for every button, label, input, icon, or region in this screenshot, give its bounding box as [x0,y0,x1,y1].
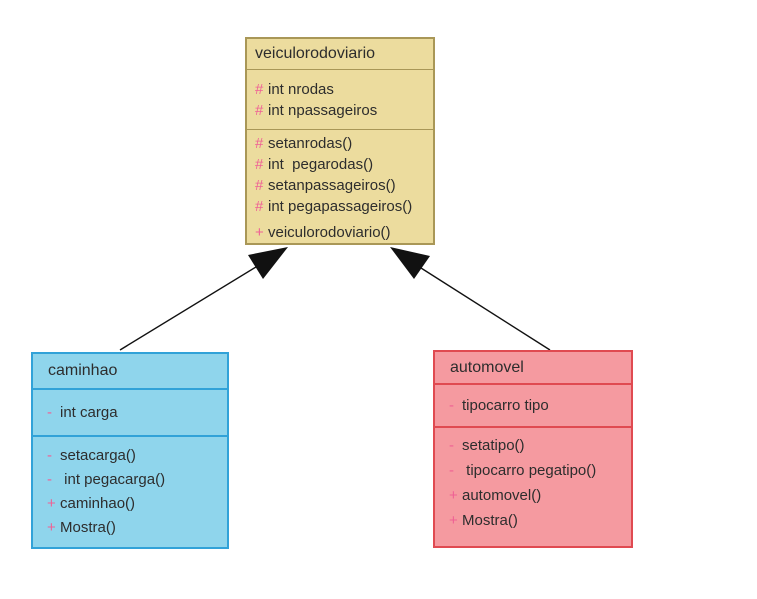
method-row: # setanrodas() [255,133,433,154]
class-title: automovel [435,352,631,385]
method-row: - setatipo() [449,433,631,458]
method-text: int pegarodas() [268,156,374,173]
visibility-symbol: + [449,487,458,504]
method-row: # int pegapassageiros() [255,196,433,217]
attribute-row: - int carga [47,404,227,421]
method-row: + Mostra() [449,508,631,533]
visibility-symbol: # [255,198,264,215]
visibility-symbol: # [255,156,264,173]
method-row: + Mostra() [47,516,227,540]
method-text: Mostra() [60,519,116,536]
inheritance-arrow-caminhao [119,247,288,351]
attribute-text: int carga [60,404,118,421]
method-row: - tipocarro pegatipo() [449,458,631,483]
method-text: setacarga() [60,447,136,464]
methods-section: # setanrodas() # int pegarodas() # setan… [247,130,433,243]
method-row: + automovel() [449,483,631,508]
attribute-text: tipocarro tipo [462,397,549,414]
class-box-veiculorodoviario: veiculorodoviario # int nrodas # int npa… [245,37,435,245]
method-text: caminhao() [60,495,136,512]
attribute-text: int nrodas [268,80,334,98]
method-row: + caminhao() [47,492,227,516]
class-box-automovel: automovel - tipocarro tipo - setatipo() … [433,350,633,548]
visibility-symbol: # [255,101,264,119]
attribute-row: # int npassageiros [255,100,433,121]
method-text: automovel() [462,487,542,504]
visibility-symbol: - [47,447,52,464]
class-title: veiculorodoviario [247,39,433,71]
method-text: int pegacarga() [60,471,166,488]
method-text: tipocarro pegatipo() [462,462,597,479]
class-title: caminhao [33,354,227,390]
method-text: int pegapassageiros() [268,198,413,215]
visibility-symbol: - [449,462,454,479]
attribute-text: int npassageiros [268,101,378,119]
method-row: - setacarga() [47,444,227,468]
method-row: + veiculorodoviario() [255,222,433,243]
method-row: # setanpassageiros() [255,175,433,196]
visibility-symbol: - [47,404,52,421]
visibility-symbol: + [47,519,56,536]
attributes-section: - int carga [33,390,227,437]
visibility-symbol: - [47,471,52,488]
visibility-symbol: - [449,397,454,414]
methods-section: - setacarga() - int pegacarga() + caminh… [33,437,227,547]
visibility-symbol: # [255,177,264,194]
attribute-row: - tipocarro tipo [449,397,631,414]
attributes-section: - tipocarro tipo [435,385,631,428]
visibility-symbol: + [47,495,56,512]
visibility-symbol: # [255,135,264,152]
method-text: setanrodas() [268,135,353,152]
attributes-section: # int nrodas # int npassageiros [247,70,433,130]
visibility-symbol: + [449,512,458,529]
method-text: Mostra() [462,512,518,529]
methods-section: - setatipo() - tipocarro pegatipo() + au… [435,428,631,546]
visibility-symbol: + [255,224,264,241]
method-text: setanpassageiros() [268,177,396,194]
inheritance-arrow-automovel [390,247,551,351]
visibility-symbol: - [449,437,454,454]
method-text: setatipo() [462,437,525,454]
visibility-symbol: # [255,80,264,98]
method-text: veiculorodoviario() [268,224,391,241]
method-row: # int pegarodas() [255,154,433,175]
class-box-caminhao: caminhao - int carga - setacarga() - int… [31,352,229,549]
method-row: - int pegacarga() [47,468,227,492]
attribute-row: # int nrodas [255,79,433,100]
